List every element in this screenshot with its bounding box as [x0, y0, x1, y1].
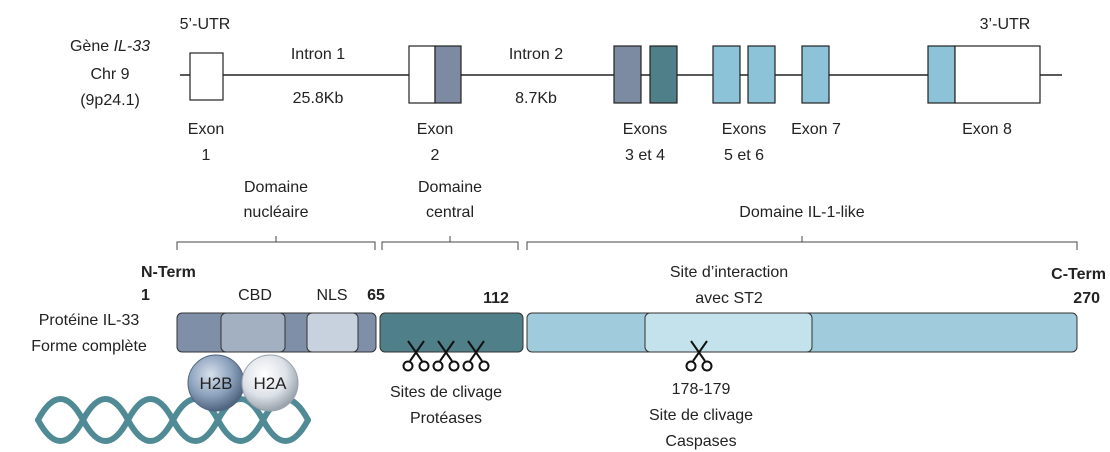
intron1-size: 25.8Kb	[293, 90, 344, 107]
intron1-label: Intron 1	[291, 46, 345, 63]
protease-label-l2: Protéases	[410, 410, 482, 427]
st2-site-label-l2: avec ST2	[695, 290, 763, 307]
utr3-label: 3’-UTR	[980, 16, 1031, 33]
domain-central-l2: central	[426, 204, 474, 221]
domain-central-l1: Domaine	[418, 179, 482, 196]
position-112: 112	[483, 290, 509, 307]
protease-label-l1: Sites de clivage	[390, 384, 502, 401]
exon-2-utr-box	[408, 45, 436, 104]
caspase-label-l1: 178-179	[672, 381, 731, 398]
intron2-size: 8.7Kb	[515, 90, 557, 107]
protein-section: Protéine IL-33 Forme complète N-Term 1 6…	[31, 264, 1106, 450]
exon1-label-l2: 1	[202, 147, 211, 164]
position-65: 65	[367, 287, 385, 304]
gene-label-line1: Gène IL-33	[70, 38, 150, 55]
exons56-label-l2: 5 et 6	[724, 147, 764, 164]
exon-5-box	[712, 45, 741, 104]
histone-h2a	[241, 354, 299, 412]
utr5-label: 5’-UTR	[180, 16, 231, 33]
h2a-label: H2A	[253, 374, 287, 393]
domain-brackets	[176, 236, 1078, 250]
exon7-label: Exon 7	[791, 121, 841, 138]
scissors-icon	[432, 340, 460, 372]
exon8-label: Exon 8	[962, 121, 1012, 138]
gene-label-locus: (9p24.1)	[80, 92, 140, 109]
nls-label: NLS	[316, 287, 347, 304]
nterm-label: N-Term	[141, 264, 196, 281]
st2-interaction-segment	[644, 312, 813, 353]
caspase-label-l3: Caspases	[665, 433, 736, 450]
cbd-segment	[220, 312, 286, 353]
protein-label-l1: Protéine IL-33	[39, 312, 140, 329]
scissors-icon	[462, 340, 490, 372]
exons34-label-l2: 3 et 4	[625, 147, 665, 164]
scissors-icon	[402, 340, 430, 372]
domain-il1like-label: Domaine IL-1-like	[739, 204, 864, 221]
exon-8-coding-box	[927, 45, 956, 104]
cbd-label: CBD	[238, 287, 272, 304]
exons56-label-l1: Exons	[722, 121, 766, 138]
domain-nuclear-l2: nucléaire	[244, 204, 309, 221]
protease-cleavage-sites	[402, 340, 490, 372]
exon-6-box	[747, 45, 776, 104]
exon-2-coding-box	[434, 45, 462, 104]
bracket-il1like	[526, 236, 1078, 250]
caspase-label-l2: Site de clivage	[649, 407, 753, 424]
exon-1-box	[189, 52, 224, 101]
exon-4-box	[649, 45, 678, 104]
central-domain-segment	[379, 312, 524, 353]
position-1: 1	[141, 287, 150, 304]
position-270: 270	[1073, 290, 1100, 307]
bracket-central	[381, 236, 519, 250]
exon1-label-l1: Exon	[188, 121, 224, 138]
exon2-label-l2: 2	[431, 147, 440, 164]
gene-label-chromosome: Chr 9	[90, 66, 129, 83]
exon2-label-l1: Exon	[417, 121, 453, 138]
exons34-label-l1: Exons	[623, 121, 667, 138]
exon-7-box	[801, 45, 830, 104]
gene-section: Gène IL-33 Chr 9 (9p24.1) 5’-UTR 3’-UTR …	[70, 16, 1062, 164]
exon-8-utr-box	[954, 45, 1041, 104]
domain-nuclear-l1: Domaine	[244, 179, 308, 196]
domain-section: Domaine nucléaire Domaine central Domain…	[176, 179, 1078, 250]
protein-label-l2: Forme complète	[31, 338, 147, 355]
dna-helix	[35, 396, 311, 444]
st2-site-label-l1: Site d’interaction	[670, 264, 788, 281]
cterm-label: C-Term	[1051, 266, 1106, 283]
bracket-nuclear	[176, 236, 376, 250]
nls-segment	[306, 312, 359, 353]
exon-3-box	[613, 45, 642, 104]
scissors-icon	[685, 340, 713, 372]
h2b-label: H2B	[199, 374, 232, 393]
intron2-label: Intron 2	[509, 46, 563, 63]
dna-strand-2	[35, 396, 311, 444]
